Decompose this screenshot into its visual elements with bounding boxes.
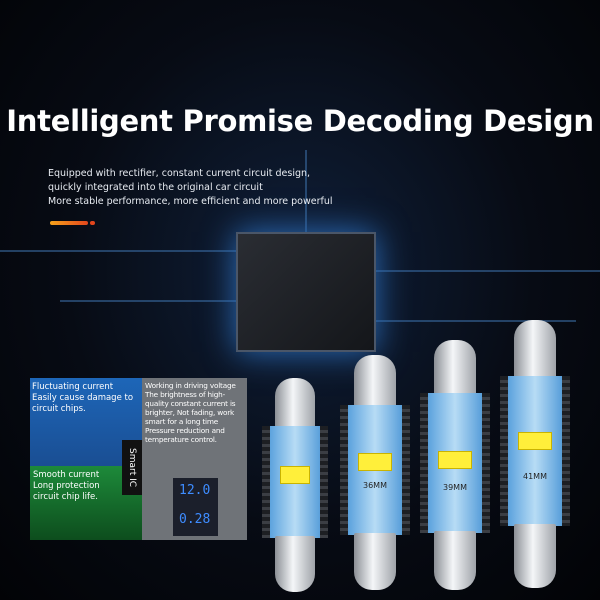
bulb-board [262, 426, 328, 538]
current-readout: 0.28 [179, 512, 211, 527]
heatsink [562, 376, 570, 526]
circuit-trace [376, 320, 576, 322]
heatsink [482, 393, 490, 533]
led-chip [280, 466, 310, 484]
bulb-board: 39MM [420, 393, 490, 533]
bulb-cap-bottom [354, 533, 396, 590]
bulb-cap-bottom [434, 531, 476, 590]
bulb-size-label: 36MM [363, 481, 387, 490]
led-chip [358, 453, 392, 471]
bulb-cap-top [514, 320, 556, 378]
smart-ic-label: Smart IC [122, 440, 142, 495]
fluctuating-title: Fluctuating current [32, 382, 114, 392]
bulb-size-label: 39MM [443, 483, 467, 492]
bulb-cap-bottom [275, 536, 315, 592]
description-line: Equipped with rectifier, constant curren… [48, 168, 311, 179]
working-text: Working in driving voltage The brightnes… [145, 381, 236, 444]
smooth-text: Long protection circuit chip life. [33, 481, 100, 502]
bulb-size-label: 41MM [523, 472, 547, 481]
circuit-trace [60, 300, 236, 302]
page-title: Intelligent Promise Decoding Design [6, 104, 594, 138]
meter-display: 12.0 0.28 [173, 478, 218, 536]
bulb-41mm: 41MM [500, 320, 570, 590]
heatsink [500, 376, 508, 526]
heatsink [320, 426, 328, 538]
heatsink [262, 426, 270, 538]
bulb-31mm [262, 378, 328, 592]
circuit-trace [0, 250, 236, 252]
heatsink [340, 405, 348, 535]
bulb-cap-top [434, 340, 476, 395]
comparison-panel: Fluctuating current Easily cause damage … [30, 378, 247, 540]
bulb-cap-bottom [514, 524, 556, 588]
heatsink [420, 393, 428, 533]
bulb-cap-top [275, 378, 315, 428]
circuit-trace [376, 270, 600, 272]
bulb-cap-top [354, 355, 396, 407]
bulb-board: 36MM [340, 405, 410, 535]
accent-bar [50, 221, 88, 225]
accent-dot [90, 221, 95, 225]
fluctuating-text: Easily cause damage to circuit chips. [32, 393, 134, 414]
voltage-readout: 12.0 [179, 483, 211, 498]
description-line: quickly integrated into the original car… [48, 182, 263, 193]
processor-chip [236, 232, 376, 352]
led-chip [438, 451, 472, 469]
smooth-title: Smooth current [33, 470, 100, 480]
bulb-39mm: 39MM [420, 340, 490, 590]
circuit-trace [305, 150, 307, 232]
bulb-board: 41MM [500, 376, 570, 526]
heatsink [402, 405, 410, 535]
led-chip [518, 432, 552, 450]
description-line: More stable performance, more efficient … [48, 196, 333, 207]
description: Equipped with rectifier, constant curren… [48, 167, 333, 209]
bulb-36mm: 36MM [340, 355, 410, 590]
